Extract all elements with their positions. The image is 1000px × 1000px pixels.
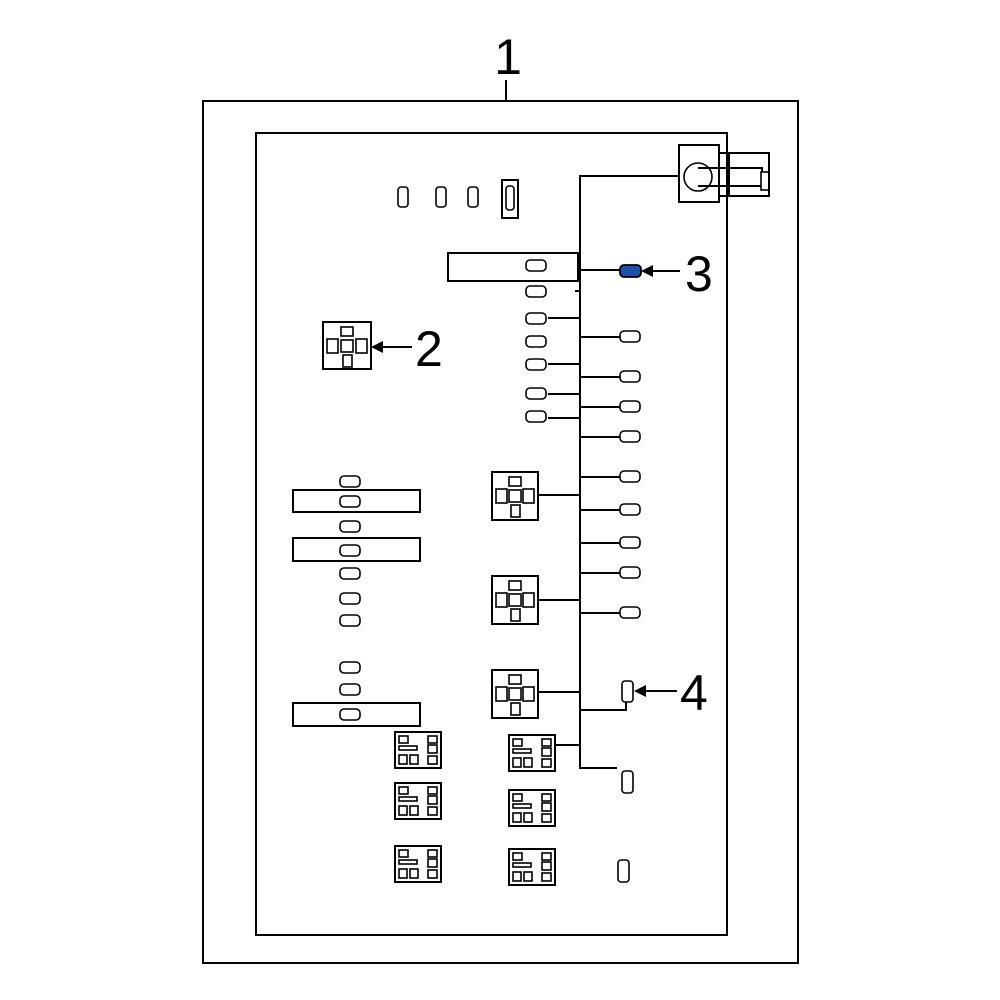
callout-1: 1	[494, 29, 522, 85]
callout-4: 4	[680, 665, 708, 721]
bus-lines	[539, 175, 679, 769]
callout-3: 3	[685, 246, 713, 302]
highlighted-fuse[interactable]	[621, 680, 634, 703]
fuse-column-right	[619, 330, 641, 619]
highlighted-mini-fuse[interactable]	[619, 264, 642, 278]
bottom-fuses	[617, 770, 634, 883]
left-fuse-group	[292, 475, 421, 727]
highlighted-relay[interactable]	[322, 321, 372, 370]
top-fuse-row	[397, 179, 519, 219]
callout-2: 2	[415, 321, 443, 377]
fuse-holder-top	[447, 252, 579, 282]
connector-plug	[678, 144, 770, 203]
relay-group	[491, 471, 539, 719]
